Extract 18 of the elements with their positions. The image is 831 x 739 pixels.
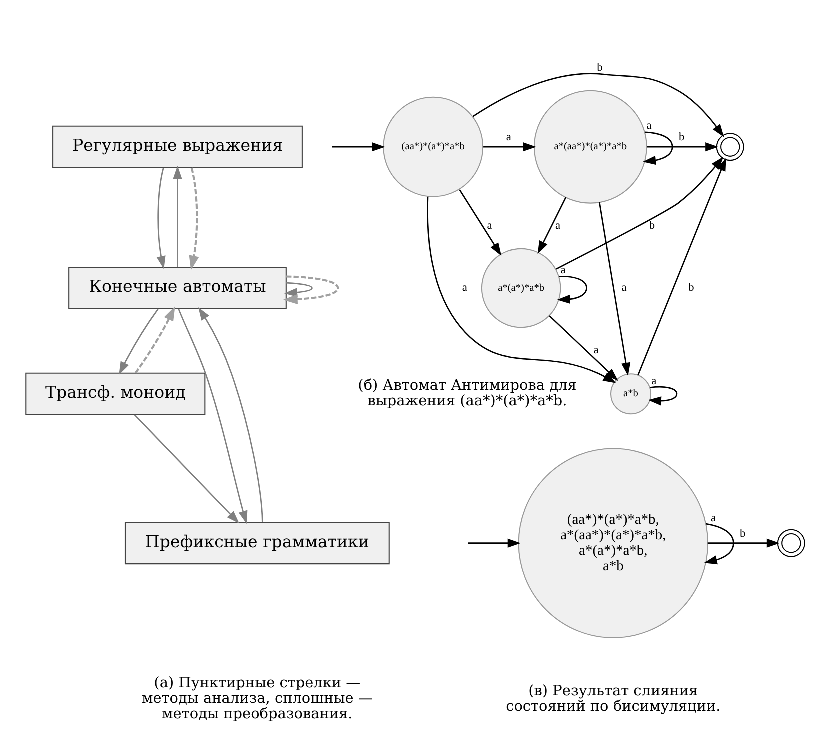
edge-label: a <box>652 375 657 388</box>
edge-label: a <box>646 120 652 132</box>
edge-label: a <box>556 220 561 232</box>
label: (в) Результат слияния состояний по бисимуляции. <box>506 683 721 715</box>
edge-label: b <box>688 282 694 294</box>
edge-label: a <box>462 282 468 294</box>
edge-label: a <box>622 282 627 294</box>
edge-label: a <box>487 220 492 232</box>
edge-label: a <box>560 264 566 276</box>
edge-label: b <box>740 528 746 540</box>
edge-label: b <box>597 62 603 74</box>
edge-label: a <box>594 344 599 357</box>
edge-label: a <box>710 512 716 524</box>
label: (а) Пунктирные стрелки — методы анализа, сплошные — методы преобразования. <box>142 676 373 723</box>
edge-label: a <box>506 132 512 144</box>
edge-label: b <box>678 132 685 144</box>
label: (б) Автомат Антимирова для выражения (aa*)*(a*)*a*b. <box>358 378 577 410</box>
edge-label: b <box>649 220 656 232</box>
